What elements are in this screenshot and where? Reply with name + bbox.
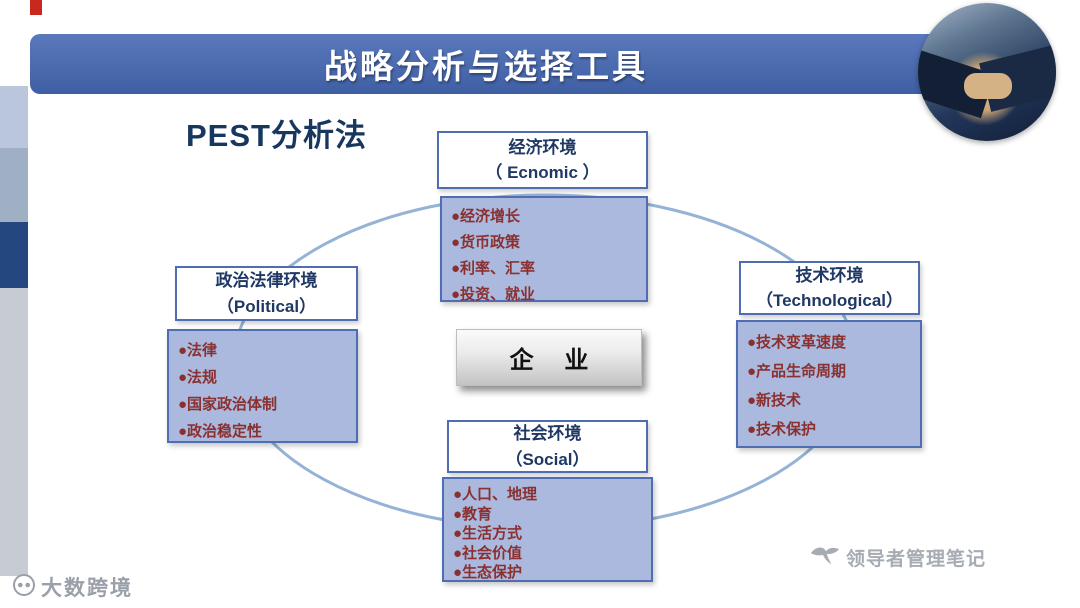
watermark-text-left: 大数跨境 [41,577,133,600]
list-item: ●生态保护 [453,564,523,581]
technological-header-box: 技术环境 （Technological） [739,261,920,315]
red-bookmark-icon [30,0,42,15]
slide-title: 战略分析与选择工具 [324,48,648,85]
sidebar-accent-strip [0,148,28,222]
list-item: ●法规 [178,369,218,386]
list-item: ●货币政策 [451,234,521,251]
watermark-text-right: 领导者管理笔记 [846,549,987,570]
list-item: ●投资、就业 [451,286,536,303]
title-banner: 战略分析与选择工具 [30,34,942,94]
list-item: ●产品生命周期 [747,363,847,380]
political-title-en: （Political） [216,296,317,316]
watermark-bottom-right: 领导者管理笔记 [810,543,986,572]
list-item: ●经济增长 [451,208,521,225]
social-header-box: 社会环境 （Social） [447,420,648,473]
handshake-photo [918,3,1056,141]
list-item: ●利率、汇率 [451,260,536,277]
list-item: ●社会价值 [453,544,523,562]
list-item: ●法律 [178,342,218,359]
political-list-box: ●法律 ●法规 ●国家政治体制 ●政治稳定性 [167,329,358,443]
social-list-box: ●人口、地理 ●教育 ●生活方式 ●社会价值 ●生态保护 [442,477,653,582]
economic-list-box: ●经济增长 ●货币政策 ●利率、汇率 ●投资、就业 [440,196,648,303]
list-item: ●技术保护 [747,421,817,438]
list-item: ●人口、地理 [453,486,538,503]
economic-title-en: （ Ecnomic ） [485,163,600,182]
economic-title-cn: 经济环境 [508,137,577,157]
social-title-en: （Social） [505,449,590,469]
technological-title-cn: 技术环境 [795,265,864,285]
photo-hands [964,73,1012,99]
list-item: ●国家政治体制 [178,396,278,413]
list-item: ●政治稳定性 [178,423,263,440]
slide-subtitle: PEST分析法 [186,118,367,153]
sidebar-accent-strip [0,222,28,288]
list-item: ●新技术 [747,392,802,409]
enterprise-label: 企 业 [509,347,601,374]
technological-list-box: ●技术变革速度 ●产品生命周期 ●新技术 ●技术保护 [736,320,922,448]
dashu-logo-icon [12,573,36,602]
political-title-cn: 政治法律环境 [215,271,318,290]
sidebar-accent-strip [0,288,28,576]
social-title-cn: 社会环境 [513,424,582,443]
sidebar-accent-strip [0,86,28,148]
bird-icon [810,543,840,572]
economic-header-box: 经济环境 （ Ecnomic ） [437,131,648,189]
political-header-box: 政治法律环境 （Political） [175,266,358,321]
list-item: ●教育 [453,505,493,523]
list-item: ●技术变革速度 [747,334,847,351]
enterprise-box: 企 业 [456,329,642,386]
watermark-bottom-left: 大数跨境 [12,572,133,602]
technological-title-en: （Technological） [755,291,904,310]
list-item: ●生活方式 [453,525,523,542]
